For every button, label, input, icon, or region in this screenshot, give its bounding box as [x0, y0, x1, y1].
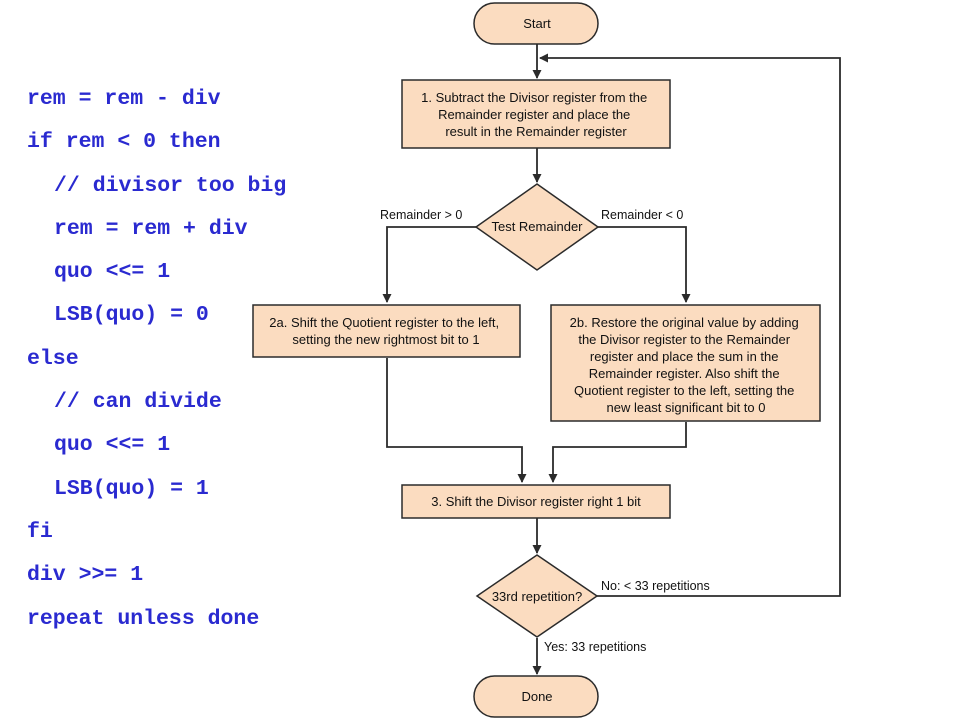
code-line: if rem < 0 then	[27, 130, 221, 155]
step2a-text: 2a. Shift the Quotient register to the l…	[269, 315, 502, 347]
no-branch-label: No: < 33 repetitions	[601, 579, 710, 593]
start-label: Start	[523, 16, 551, 31]
repetition-decision: 33rd repetition?	[475, 554, 599, 638]
repetition-label: 33rd repetition?	[492, 589, 582, 604]
test-remainder-decision: Test Remainder	[474, 183, 600, 271]
arrow-test-to-step2a	[382, 226, 476, 303]
step3-box: 3. Shift the Divisor register right 1 bi…	[401, 484, 671, 519]
yes-branch-label: Yes: 33 repetitions	[544, 640, 646, 654]
step2a-box: 2a. Shift the Quotient register to the l…	[252, 304, 521, 358]
code-line: else	[27, 346, 79, 371]
step3-text: 3. Shift the Divisor register right 1 bi…	[431, 494, 641, 509]
start-terminal: Start	[473, 2, 599, 45]
branch-label-positive: Remainder > 0	[380, 208, 462, 222]
code-line: fi	[27, 519, 53, 544]
code-line: LSB(quo) = 0	[54, 303, 209, 328]
test-remainder-label: Test Remainder	[491, 219, 583, 234]
code-line: div >>= 1	[27, 563, 144, 588]
arrow-step2b-to-step3	[548, 422, 687, 483]
code-line: // divisor too big	[54, 173, 287, 198]
code-line: rem = rem - div	[27, 87, 221, 111]
step1-text: 1. Subtract the Divisor register from th…	[421, 90, 651, 139]
arrow-step2a-to-step3	[386, 358, 527, 483]
code-line: repeat unless done	[27, 606, 260, 631]
branch-label-negative: Remainder < 0	[601, 208, 683, 222]
done-label: Done	[521, 689, 552, 704]
done-terminal: Done	[473, 675, 599, 718]
code-line: quo <<= 1	[54, 433, 171, 458]
code-line: quo <<= 1	[54, 260, 171, 285]
arrow-loop-back	[539, 53, 841, 597]
step1-box: 1. Subtract the Divisor register from th…	[401, 79, 671, 149]
code-line: LSB(quo) = 1	[54, 476, 209, 501]
arrow-test-to-step2b	[598, 226, 691, 303]
code-line: // can divide	[54, 390, 222, 415]
step2b-box: 2b. Restore the original value by adding…	[550, 304, 821, 422]
step2b-text: 2b. Restore the original value by adding…	[570, 315, 803, 415]
pseudocode-block: rem = rem - div if rem < 0 then // divisor…	[27, 78, 286, 641]
code-line: rem = rem + div	[54, 216, 248, 241]
